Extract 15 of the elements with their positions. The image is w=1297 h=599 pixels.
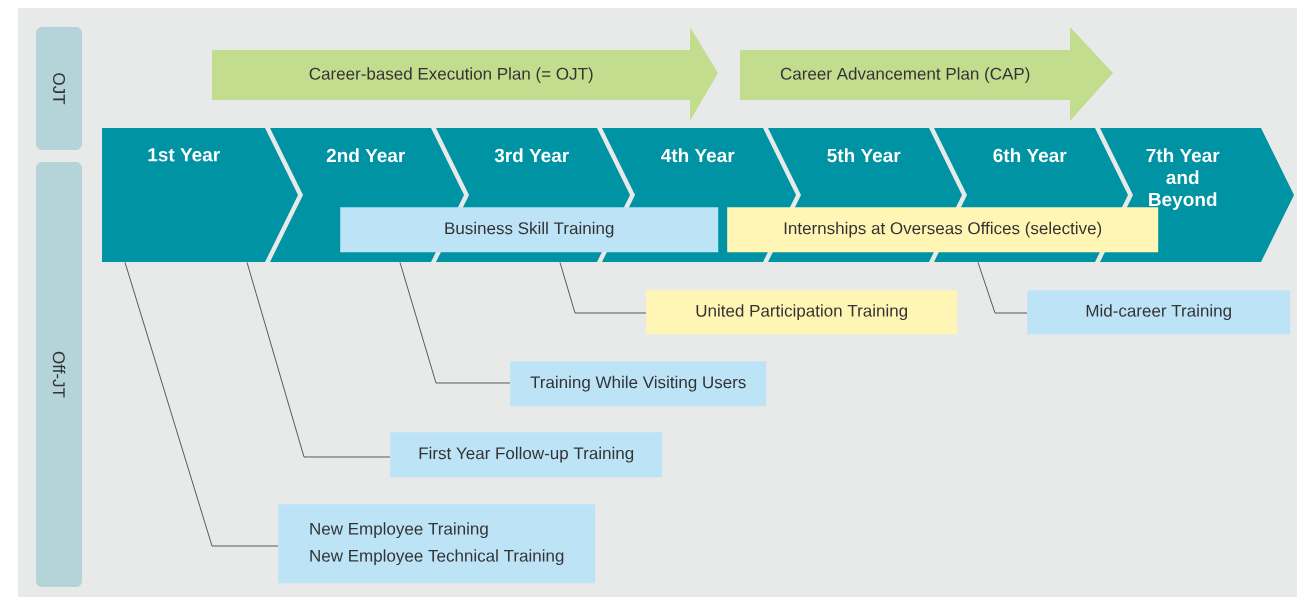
leader-line <box>124 262 279 547</box>
side-band: Off-JT <box>36 162 82 587</box>
training-box: Training While Visiting Users <box>510 361 767 407</box>
leader-line <box>977 262 1028 314</box>
node-label: 2nd Year <box>326 148 406 163</box>
training-box: Internships at Overseas Offices (selective) <box>727 207 1159 253</box>
side-band: OJT <box>36 27 82 150</box>
training-box: United Participation Training <box>646 290 958 335</box>
leader-line <box>246 262 391 458</box>
training-box: Business Skill Training <box>340 207 719 253</box>
leader-line <box>559 262 647 314</box>
training-box: New Employee Training New Employee Technical Training <box>278 504 596 584</box>
leader-line <box>399 262 511 384</box>
training-box: Mid-career Training <box>1027 290 1291 335</box>
training-box: First Year Follow-up Training <box>390 432 663 478</box>
